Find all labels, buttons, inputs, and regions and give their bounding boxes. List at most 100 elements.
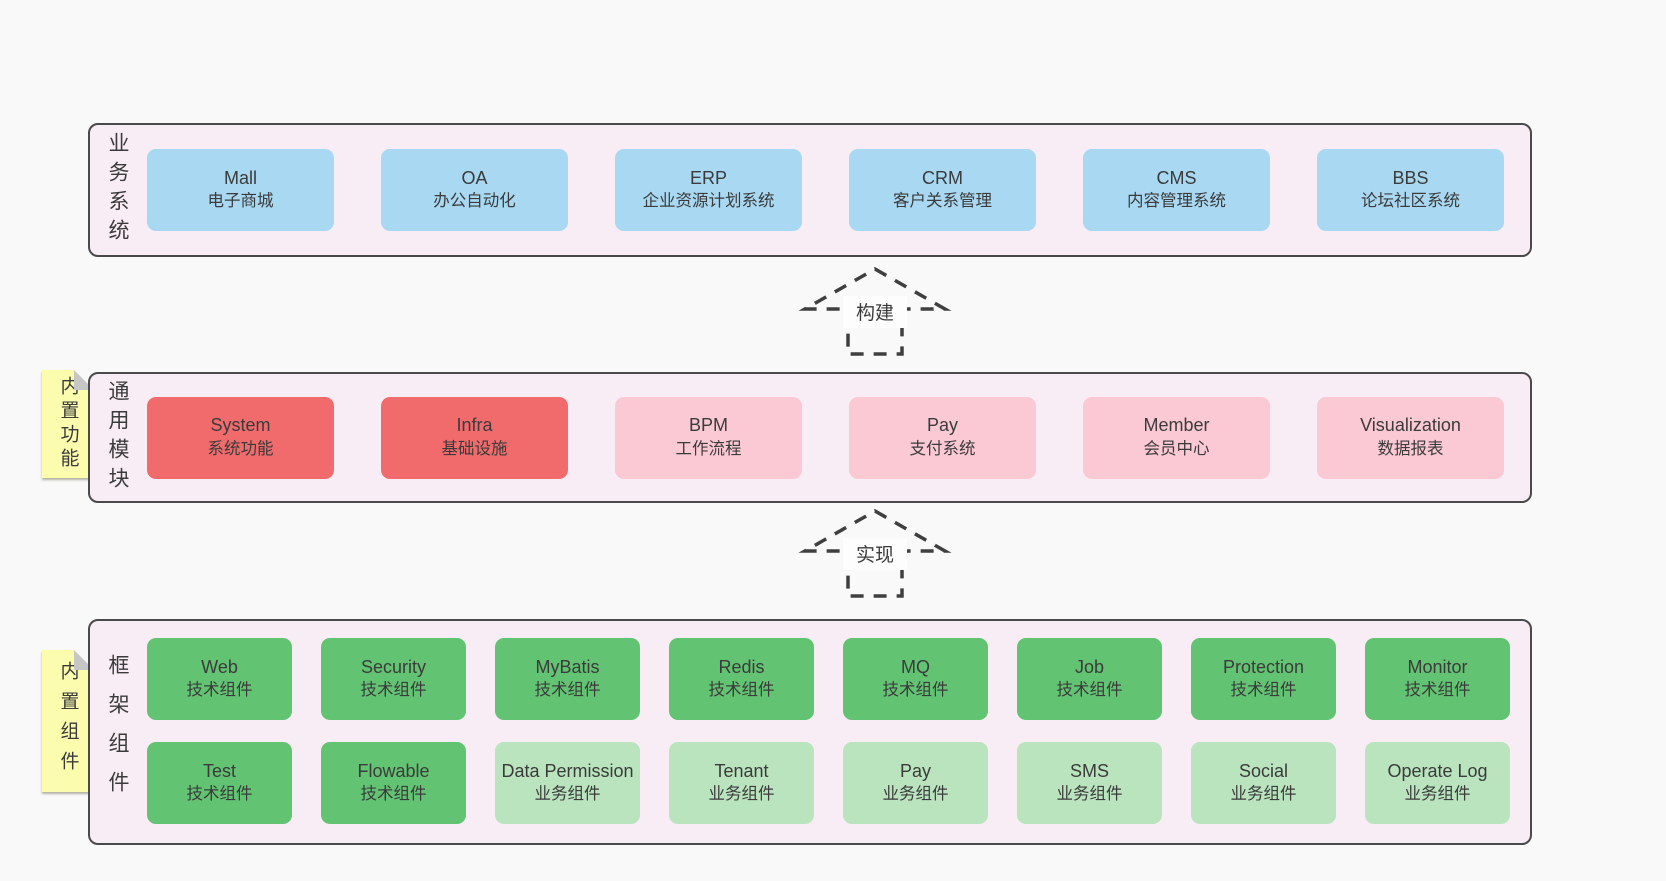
box-title: CRM xyxy=(922,167,963,188)
build-arrow-label-bg xyxy=(843,296,907,328)
box-sms: SMS 业务组件 xyxy=(1017,742,1162,824)
box-subtitle: 内容管理系统 xyxy=(1127,192,1226,211)
box-subtitle: 技术组件 xyxy=(360,785,427,804)
build-arrow: 构建 xyxy=(798,266,952,356)
box-mall: Mall 电子商城 xyxy=(147,149,334,231)
common-modules-row: System 系统功能 Infra 基础设施 BPM 工作流程 Pay 支付系统… xyxy=(147,374,1504,501)
box-title: Visualization xyxy=(1360,415,1461,436)
box-title: Social xyxy=(1238,760,1289,781)
box-title: Mall xyxy=(223,167,257,188)
build-arrow-outline xyxy=(798,266,952,356)
box-title: Protection xyxy=(1222,656,1305,677)
box-subtitle: 业务组件 xyxy=(1404,785,1471,804)
note-builtin-components-label: 内置组件 xyxy=(57,661,79,781)
box-subtitle: 技术组件 xyxy=(534,681,601,700)
box-subtitle: 业务组件 xyxy=(534,785,601,804)
panel-framework-components: 框架组件 Web 技术组件 Security 技术组件 MyBatis 技术组件… xyxy=(88,619,1532,845)
panel-business-systems: 业务系统 Mall 电子商城 OA 办公自动化 ERP 企业资源计划系统 CRM… xyxy=(88,123,1532,257)
panel-business-systems-label: 业务系统 xyxy=(106,132,129,248)
note-builtin-components: 内置组件 xyxy=(42,650,94,792)
box-mq: MQ 技术组件 xyxy=(843,638,988,720)
business-systems-row: Mall 电子商城 OA 办公自动化 ERP 企业资源计划系统 CRM 客户关系… xyxy=(147,125,1504,255)
box-social: Social 业务组件 xyxy=(1191,742,1336,824)
box-title: Redis xyxy=(718,656,765,677)
box-crm: CRM 客户关系管理 xyxy=(849,149,1036,231)
box-subtitle: 技术组件 xyxy=(1404,681,1471,700)
panel-framework-components-label: 框架组件 xyxy=(106,654,129,810)
box-subtitle: 客户关系管理 xyxy=(893,192,992,211)
box-data-permission: Data Permission 业务组件 xyxy=(495,742,640,824)
box-subtitle: 业务组件 xyxy=(1230,785,1297,804)
box-title: Security xyxy=(360,656,427,677)
build-arrow-label: 构建 xyxy=(856,302,894,324)
panel-common-modules: 通用模块 System 系统功能 Infra 基础设施 BPM 工作流程 Pay… xyxy=(88,372,1532,503)
box-infra: Infra 基础设施 xyxy=(381,396,568,479)
box-job: Job 技术组件 xyxy=(1017,638,1162,720)
box-subtitle: 电子商城 xyxy=(207,192,274,211)
box-subtitle: 业务组件 xyxy=(708,785,775,804)
box-subtitle: 支付系统 xyxy=(909,439,976,458)
note-builtin-features: 内置功能 xyxy=(42,370,94,478)
box-subtitle: 技术组件 xyxy=(882,681,949,700)
box-title: Pay xyxy=(926,415,959,436)
framework-row-1: Web 技术组件 Security 技术组件 MyBatis 技术组件 Redi… xyxy=(147,638,1510,720)
box-cms: CMS 内容管理系统 xyxy=(1083,149,1270,231)
box-title: BBS xyxy=(1392,167,1429,188)
implement-arrow-label-bg xyxy=(843,538,907,570)
box-subtitle: 技术组件 xyxy=(1056,681,1123,700)
box-title: Infra xyxy=(456,415,493,436)
box-pay-component: Pay 业务组件 xyxy=(843,742,988,824)
box-subtitle: 业务组件 xyxy=(882,785,949,804)
box-subtitle: 基础设施 xyxy=(441,439,508,458)
box-system: System 系统功能 xyxy=(147,396,334,479)
box-flowable: Flowable 技术组件 xyxy=(321,742,466,824)
note-builtin-features-label: 内置功能 xyxy=(57,376,79,472)
box-tenant: Tenant 业务组件 xyxy=(669,742,814,824)
box-title: BPM xyxy=(688,415,728,436)
box-title: Job xyxy=(1074,656,1105,677)
box-member: Member 会员中心 xyxy=(1083,396,1270,479)
box-title: MyBatis xyxy=(535,656,600,677)
box-redis: Redis 技术组件 xyxy=(669,638,814,720)
box-title: Flowable xyxy=(357,760,430,781)
box-title: Monitor xyxy=(1407,656,1468,677)
box-subtitle: 企业资源计划系统 xyxy=(642,192,775,211)
box-test: Test 技术组件 xyxy=(147,742,292,824)
box-title: ERP xyxy=(689,167,727,188)
box-subtitle: 技术组件 xyxy=(360,681,427,700)
framework-row-2: Test 技术组件 Flowable 技术组件 Data Permission … xyxy=(147,742,1510,824)
box-title: Web xyxy=(201,656,238,677)
box-subtitle: 系统功能 xyxy=(207,439,274,458)
box-title: System xyxy=(210,415,271,436)
box-title: Member xyxy=(1143,415,1210,436)
box-security: Security 技术组件 xyxy=(321,638,466,720)
box-title: Data Permission xyxy=(501,760,634,781)
box-subtitle: 技术组件 xyxy=(1230,681,1297,700)
box-visualization: Visualization 数据报表 xyxy=(1317,396,1504,479)
box-operate-log: Operate Log 业务组件 xyxy=(1365,742,1510,824)
box-title: OA xyxy=(461,167,488,188)
box-protection: Protection 技术组件 xyxy=(1191,638,1336,720)
box-title: Operate Log xyxy=(1387,760,1488,781)
box-title: SMS xyxy=(1069,760,1109,781)
box-subtitle: 技术组件 xyxy=(186,681,253,700)
box-title: MQ xyxy=(901,656,930,677)
box-subtitle: 会员中心 xyxy=(1143,439,1210,458)
implement-arrow-outline xyxy=(798,508,952,598)
box-erp: ERP 企业资源计划系统 xyxy=(615,149,802,231)
box-title: Pay xyxy=(899,760,932,781)
box-subtitle: 技术组件 xyxy=(186,785,253,804)
box-bpm: BPM 工作流程 xyxy=(615,396,802,479)
box-subtitle: 办公自动化 xyxy=(433,192,516,211)
box-title: CMS xyxy=(1156,167,1197,188)
box-subtitle: 工作流程 xyxy=(675,439,742,458)
box-subtitle: 技术组件 xyxy=(708,681,775,700)
box-monitor: Monitor 技术组件 xyxy=(1365,638,1510,720)
implement-arrow: 实现 xyxy=(798,508,952,598)
implement-arrow-label: 实现 xyxy=(856,544,894,566)
framework-components-grid: Web 技术组件 Security 技术组件 MyBatis 技术组件 Redi… xyxy=(147,638,1510,824)
box-title: Tenant xyxy=(714,760,769,781)
box-title: Test xyxy=(202,760,236,781)
box-subtitle: 数据报表 xyxy=(1377,439,1444,458)
box-oa: OA 办公自动化 xyxy=(381,149,568,231)
